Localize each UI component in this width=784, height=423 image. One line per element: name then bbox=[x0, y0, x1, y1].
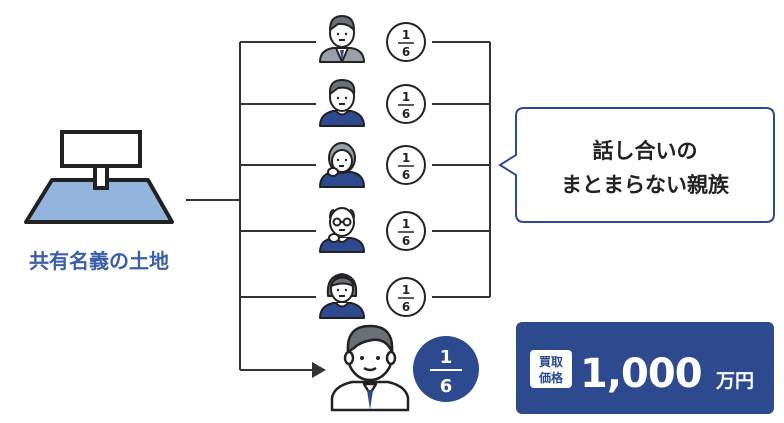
share-numerator: 1 bbox=[402, 283, 410, 297]
person-woman-icon bbox=[319, 273, 365, 319]
person-man-suit-icon bbox=[319, 15, 365, 63]
price-unit: 万円 bbox=[715, 370, 754, 392]
share-denominator: 6 bbox=[402, 45, 410, 59]
person-buyer-icon bbox=[330, 324, 410, 412]
share-circle-owner-3 bbox=[386, 145, 426, 185]
person-man-elder-icon bbox=[319, 207, 365, 253]
relatives-callout bbox=[498, 107, 775, 223]
callout-line-1: 話し合いの bbox=[593, 139, 698, 163]
buyer-share-numerator: 1 bbox=[440, 347, 453, 368]
share-numerator: 1 bbox=[402, 217, 410, 231]
share-numerator: 1 bbox=[402, 28, 410, 42]
share-denominator: 6 bbox=[402, 300, 410, 314]
land-icon bbox=[24, 130, 174, 224]
person-woman-elder-icon bbox=[319, 142, 365, 188]
connector-lines bbox=[186, 41, 491, 371]
share-circle-buyer bbox=[413, 336, 479, 402]
arrow-head-icon bbox=[312, 362, 326, 378]
share-circle-owner-2 bbox=[386, 84, 426, 124]
share-circle-owner-4 bbox=[386, 211, 426, 251]
share-circle-owner-1 bbox=[386, 22, 426, 62]
purchase-price-box bbox=[516, 322, 774, 414]
buyer-share-denominator: 6 bbox=[440, 376, 453, 397]
share-numerator: 1 bbox=[402, 151, 410, 165]
share-denominator: 6 bbox=[402, 234, 410, 248]
share-denominator: 6 bbox=[402, 168, 410, 182]
price-badge-line-2: 価格 bbox=[538, 370, 564, 385]
share-circle-owner-5 bbox=[386, 277, 426, 317]
person-man-sweater-icon bbox=[319, 79, 365, 127]
land-caption: 共有名義の土地 bbox=[29, 249, 169, 273]
share-numerator: 1 bbox=[402, 90, 410, 104]
price-badge-line-1: 買取 bbox=[539, 355, 563, 369]
share-denominator: 6 bbox=[402, 107, 410, 121]
callout-line-2: まとまらない親族 bbox=[561, 173, 730, 197]
price-amount: 1,000 bbox=[580, 351, 702, 397]
